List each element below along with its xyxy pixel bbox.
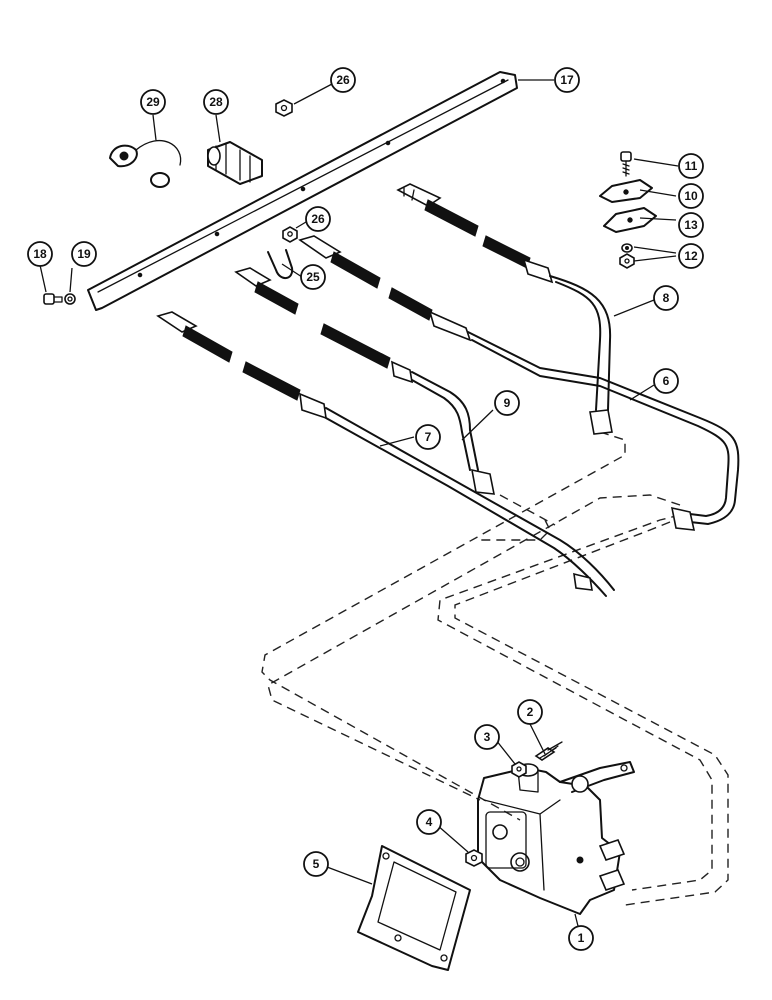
- dashed-routing-lines: [261, 431, 729, 906]
- svg-text:12: 12: [684, 249, 698, 263]
- callout-11: 11: [678, 153, 704, 179]
- svg-text:2: 2: [527, 705, 534, 719]
- callout-2: 2: [517, 699, 543, 725]
- svg-text:28: 28: [209, 95, 223, 109]
- washer-13: [621, 243, 633, 253]
- callout-5: 5: [303, 851, 329, 877]
- callout-18: 18: [27, 241, 53, 267]
- leader-lines: [39, 79, 679, 939]
- callout-10: 10: [678, 183, 704, 209]
- callout-28: 28: [203, 89, 229, 115]
- u-bolt-25: [267, 249, 294, 279]
- svg-text:26: 26: [336, 73, 350, 87]
- callout-13: 13: [678, 212, 704, 238]
- callout-9: 9: [494, 390, 520, 416]
- callout-12: 12: [678, 243, 704, 269]
- nut-3: [511, 761, 527, 778]
- screw-11: [620, 151, 632, 177]
- callout-7: 7: [415, 424, 441, 450]
- svg-text:4: 4: [426, 815, 433, 829]
- nut-4: [465, 849, 483, 867]
- callout-25: 25: [300, 264, 326, 290]
- callout-8: 8: [653, 285, 679, 311]
- nut-19: [64, 293, 76, 305]
- svg-text:13: 13: [684, 218, 698, 232]
- svg-text:1: 1: [578, 931, 585, 945]
- svg-text:6: 6: [663, 374, 670, 388]
- callout-3: 3: [474, 724, 500, 750]
- svg-text:29: 29: [146, 95, 160, 109]
- callouts: 1 2 3 4 5 6 7 8 9 10 11 12 13 17 18 19 2…: [27, 67, 704, 951]
- callout-1: 1: [568, 925, 594, 951]
- svg-text:17: 17: [560, 73, 574, 87]
- callout-26-top: 26: [330, 67, 356, 93]
- nut-26-middle: [282, 226, 298, 243]
- svg-text:25: 25: [306, 270, 320, 284]
- svg-text:3: 3: [484, 730, 491, 744]
- bolt-18: [43, 293, 63, 305]
- nut-26-top: [275, 99, 293, 117]
- hose-7: [156, 311, 615, 597]
- nut-12: [619, 253, 635, 269]
- callout-17: 17: [554, 67, 580, 93]
- svg-text:8: 8: [663, 291, 670, 305]
- control-valve-1: [477, 761, 635, 915]
- callout-19: 19: [71, 241, 97, 267]
- gasket-5: [357, 845, 471, 971]
- svg-text:10: 10: [684, 189, 698, 203]
- angle-bracket-17: [87, 71, 518, 311]
- hose-6: [298, 235, 740, 531]
- callout-29: 29: [140, 89, 166, 115]
- svg-text:18: 18: [33, 247, 47, 261]
- callout-26-middle: 26: [305, 206, 331, 232]
- dust-cap-29: [109, 139, 182, 188]
- hose-9: [234, 267, 495, 495]
- callout-6: 6: [653, 368, 679, 394]
- svg-text:26: 26: [311, 212, 325, 226]
- svg-text:19: 19: [77, 247, 91, 261]
- svg-text:9: 9: [504, 396, 511, 410]
- svg-text:7: 7: [425, 430, 432, 444]
- hose-8: [396, 183, 613, 435]
- quick-coupler-28: [207, 141, 263, 185]
- clamps-10: [599, 179, 657, 233]
- svg-text:11: 11: [685, 159, 698, 173]
- callout-4: 4: [416, 809, 442, 835]
- svg-text:5: 5: [313, 857, 320, 871]
